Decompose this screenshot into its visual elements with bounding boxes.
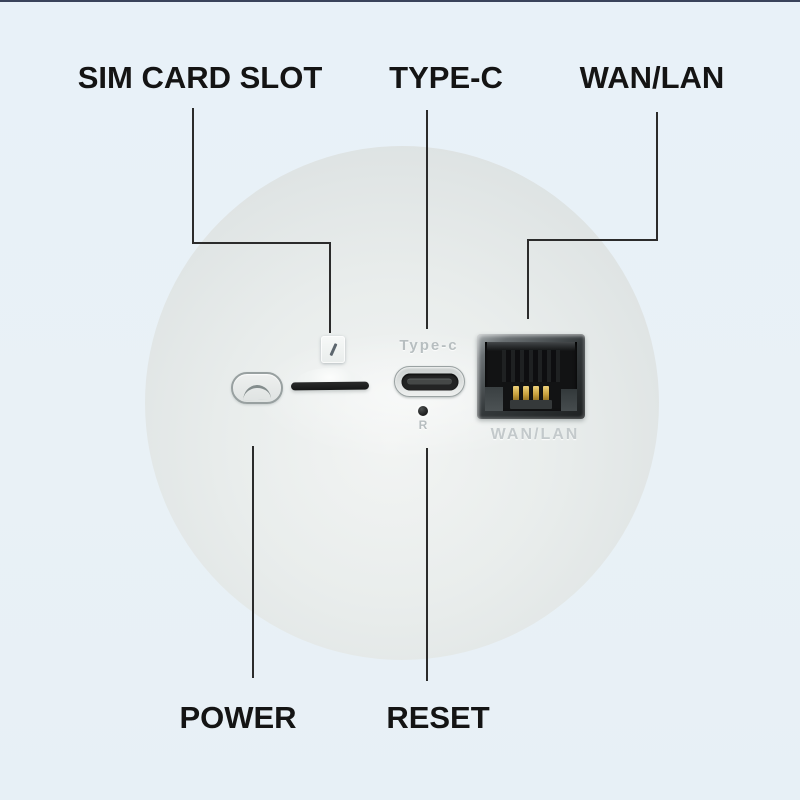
gold-pin bbox=[543, 386, 549, 401]
rj45-key-right bbox=[561, 389, 577, 411]
gold-pin bbox=[523, 386, 529, 401]
sim-card-slot-opening bbox=[290, 381, 370, 391]
gold-pin bbox=[513, 386, 519, 401]
rj45-cavity bbox=[485, 342, 577, 411]
label-wan-lan: WAN/LAN bbox=[579, 60, 725, 95]
wanlan-embossed-text: WAN/LAN bbox=[490, 426, 580, 443]
gold-pin bbox=[533, 386, 539, 401]
power-button bbox=[231, 372, 283, 404]
usb-type-c-port bbox=[394, 366, 465, 397]
sim-card-icon-slash bbox=[329, 343, 338, 356]
sim-leader-line bbox=[192, 108, 331, 333]
rj45-pin-slots bbox=[502, 350, 560, 382]
label-sim-card-slot: SIM CARD SLOT bbox=[77, 60, 323, 95]
label-type-c: TYPE-C bbox=[389, 60, 503, 95]
reset-embossed-text: R bbox=[418, 418, 428, 432]
rj45-gold-pins bbox=[513, 386, 549, 401]
usb-type-c-tongue bbox=[407, 378, 452, 385]
rj45-latch-slot bbox=[510, 400, 552, 409]
rj45-key-left bbox=[485, 387, 503, 411]
ethernet-rj45-port bbox=[477, 334, 585, 419]
label-power: POWER bbox=[179, 700, 297, 735]
reset-pinhole bbox=[418, 406, 428, 416]
label-reset: RESET bbox=[386, 700, 490, 735]
typec-embossed-text: Type-c bbox=[399, 337, 459, 354]
sim-card-icon bbox=[321, 336, 345, 363]
usb-type-c-cavity bbox=[401, 373, 458, 390]
top-edge-strip bbox=[0, 0, 800, 2]
rj45-reflection bbox=[487, 342, 575, 351]
wanlan-leader-line bbox=[527, 112, 658, 319]
crescent-line-icon bbox=[242, 384, 272, 401]
